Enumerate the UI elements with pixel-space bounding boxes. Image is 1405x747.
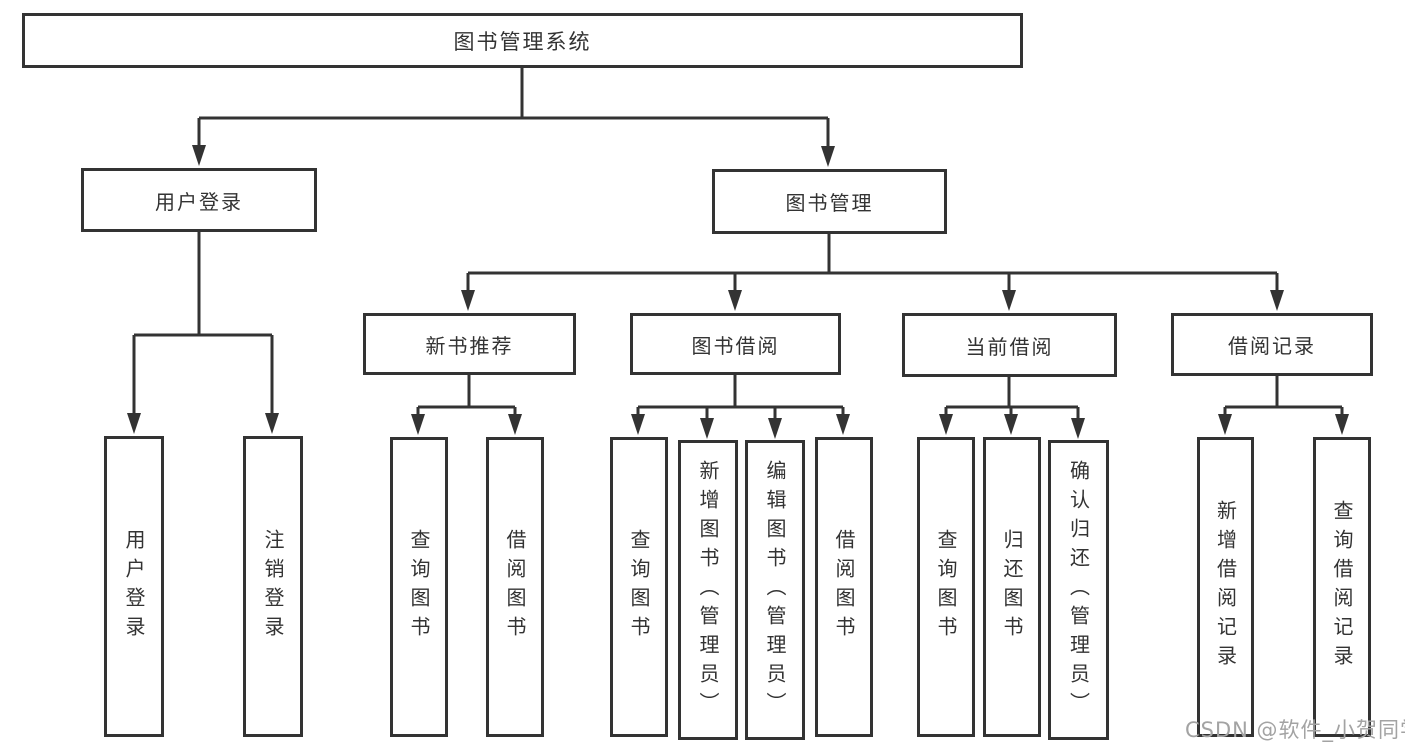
arrow-down-icon [411,414,425,435]
node-add-books-admin: 新增图书（管理员） [678,440,738,740]
node-confirm-return-admin: 确认归还（管理员） [1048,440,1109,740]
node-borrowing-records: 借阅记录 [1171,313,1373,376]
arrow-down-icon [1071,418,1085,439]
node-login: 用户登录 [104,436,164,737]
arrow-down-icon [508,414,522,435]
arrow-down-icon [939,414,953,435]
arrow-down-icon [728,290,742,311]
node-new-book-recommendation: 新书推荐 [363,313,576,375]
arrow-down-icon [461,290,475,311]
arrow-down-icon [700,418,714,439]
arrow-down-icon [1335,414,1349,435]
node-user-login: 用户登录 [81,168,317,232]
arrow-down-icon [1004,414,1018,435]
arrow-down-icon [1002,290,1016,311]
node-book-management: 图书管理 [712,169,947,234]
node-current-borrowing: 当前借阅 [902,313,1117,377]
node-query-books-recommend: 查询图书 [390,437,448,737]
arrow-down-icon [631,414,645,435]
arrow-down-icon [821,146,835,167]
arrow-down-icon [1218,414,1232,435]
node-add-borrow-record: 新增借阅记录 [1197,437,1254,737]
node-query-books-borrow: 查询图书 [610,437,668,737]
arrow-down-icon [768,418,782,439]
arrow-down-icon [836,414,850,435]
node-edit-books-admin: 编辑图书（管理员） [745,440,805,740]
node-return-books: 归还图书 [983,437,1041,737]
node-query-books-current: 查询图书 [917,437,975,737]
node-system-root: 图书管理系统 [22,13,1023,68]
arrow-down-icon [127,413,141,434]
arrow-down-icon [265,413,279,434]
arrow-down-icon [192,145,206,166]
node-borrow-books-borrow: 借阅图书 [815,437,873,737]
node-logout: 注销登录 [243,436,303,737]
node-query-borrow-record: 查询借阅记录 [1313,437,1371,737]
connector-lines [132,67,1344,420]
csdn-watermark: CSDN @软件_小贺同学 [1185,718,1405,742]
node-book-borrowing: 图书借阅 [630,313,841,375]
arrowhead-icons [127,145,1349,439]
node-borrow-books-recommend: 借阅图书 [486,437,544,737]
arrow-down-icon [1270,290,1284,311]
